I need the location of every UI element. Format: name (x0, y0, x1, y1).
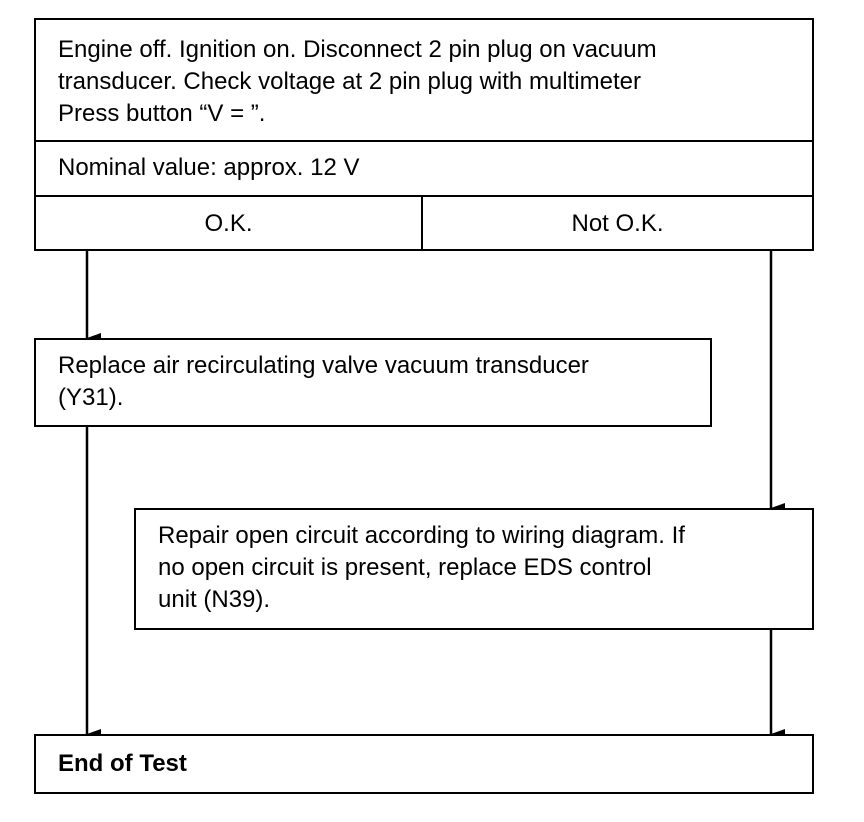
nominal-value-text: Nominal value: approx. 12 V (58, 154, 360, 181)
result-divider-top (34, 195, 814, 197)
replace-box (34, 338, 712, 427)
repair-text: Repair open circuit according to wiring … (158, 522, 685, 613)
end-of-test-text: End of Test (58, 750, 187, 777)
instruction-text: Engine off. Ignition on. Disconnect 2 pi… (58, 36, 657, 127)
nominal-divider-top (34, 140, 814, 142)
replace-text: Replace air recirculating valve vacuum t… (58, 352, 589, 411)
instruction-box (34, 18, 814, 251)
not-ok-label: Not O.K. (571, 210, 664, 237)
repair-box (134, 508, 814, 630)
end-of-test-box (34, 734, 814, 794)
ok-label: O.K. (204, 210, 253, 237)
result-split-divider (421, 196, 423, 251)
